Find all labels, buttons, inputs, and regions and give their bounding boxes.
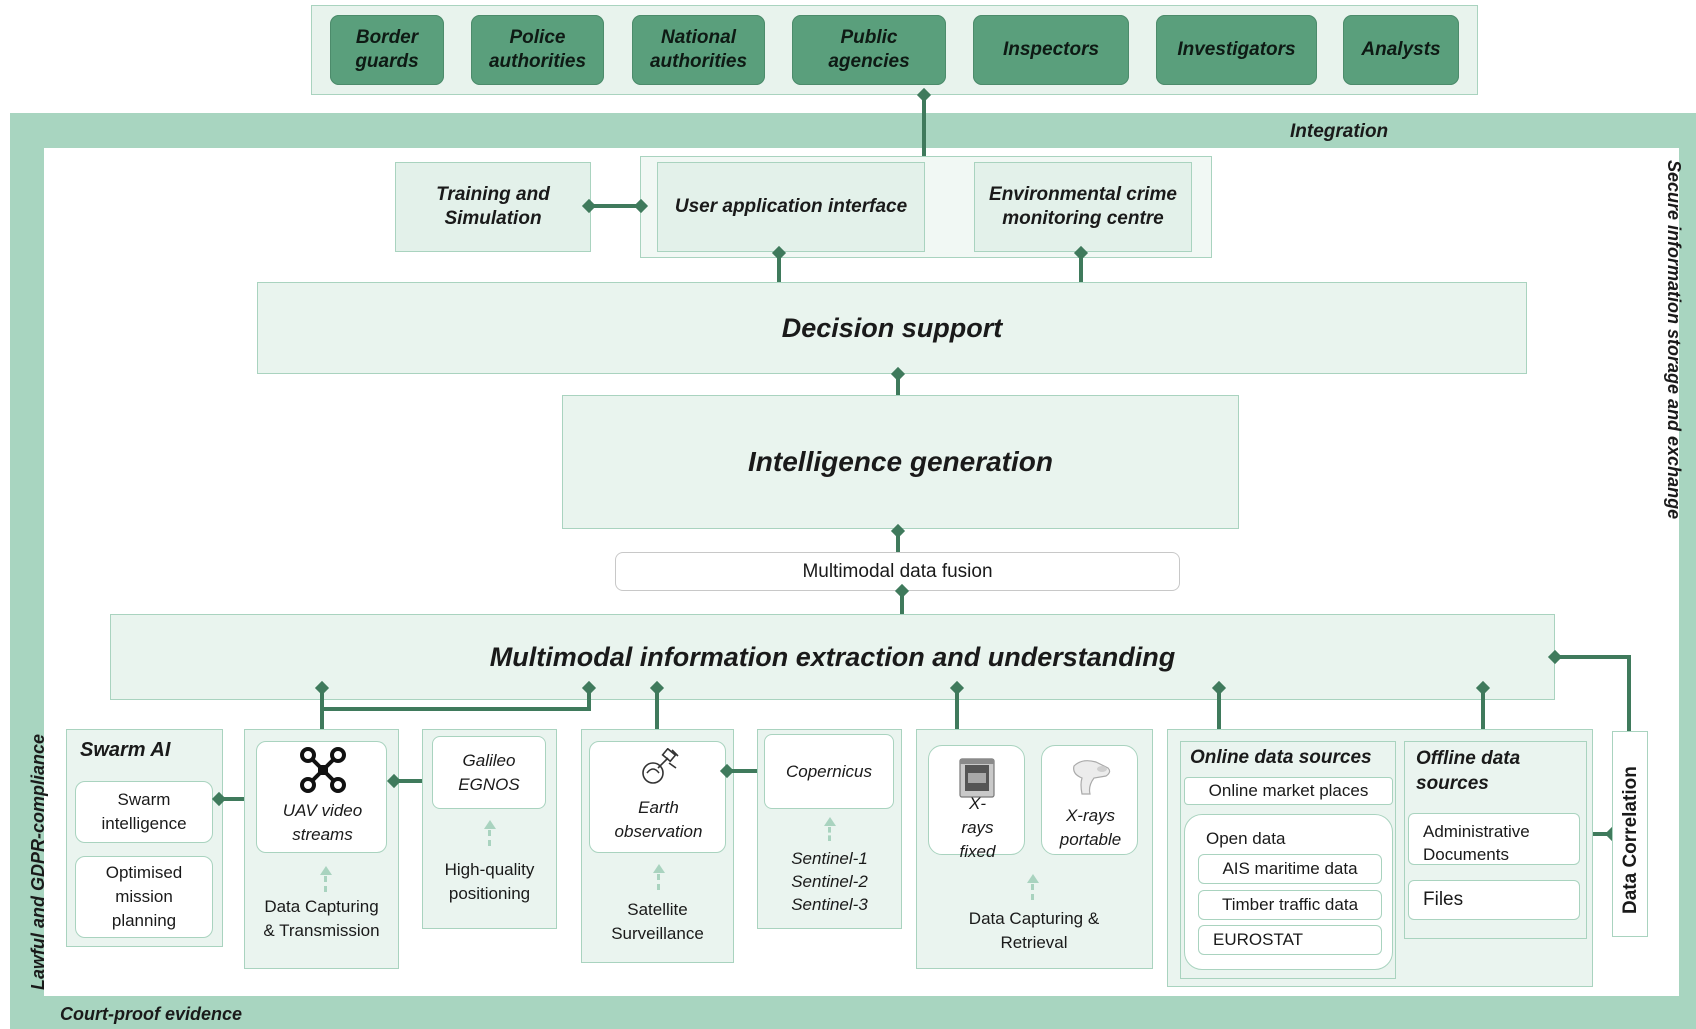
earth-observation-label: Earth observation [614, 798, 703, 841]
connector-env-decision [1079, 252, 1083, 282]
role-border-guards[interactable]: Border guards [330, 15, 444, 85]
role-police-authorities[interactable]: Police authorities [471, 15, 604, 85]
data-fusion-box[interactable]: Multimodal data fusion [615, 552, 1180, 591]
intelligence-generation-box[interactable]: Intelligence generation [562, 395, 1239, 529]
online-sources-title: Online data sources [1190, 747, 1372, 768]
mission-planning-box[interactable]: Optimised mission planning [75, 856, 213, 938]
user-application-interface-box[interactable]: User application interface [657, 162, 925, 252]
gdpr-label: Lawful and GDPR-compliance [28, 733, 48, 990]
connector-offline-correlation [1593, 832, 1616, 836]
connector-fusion-extraction [900, 591, 904, 615]
xrays-caption: Data Capturing & Retrieval [968, 909, 1100, 952]
swarm-intelligence-box[interactable]: Swarm intelligence [75, 781, 213, 843]
role-national-authorities[interactable]: National authorities [632, 15, 765, 85]
online-market-box[interactable]: Online market places [1184, 777, 1393, 805]
role-inspectors[interactable]: Inspectors [973, 15, 1129, 85]
eurostat-box[interactable]: EUROSTAT [1198, 925, 1382, 955]
xrays-portable-label: X-rays portable [1059, 806, 1122, 849]
earth-arrow-shaft [657, 874, 660, 890]
earth-observation-caption: Satellite Surveillance [611, 900, 704, 943]
sentinel-3-label: Sentinel-3 [791, 895, 868, 914]
role-investigators[interactable]: Investigators [1156, 15, 1317, 85]
xray-scanner-icon [959, 758, 995, 798]
satellite-icon [642, 748, 679, 784]
open-data-label: Open data [1206, 829, 1286, 848]
connector-uav-up [320, 688, 324, 742]
decision-support-box[interactable]: Decision support [257, 282, 1527, 374]
connector-correlation-v [1627, 655, 1631, 731]
connector-roles [922, 96, 926, 156]
xrays-fixed-label: X-rays fixed [959, 794, 996, 861]
role-public-agencies[interactable]: Public agencies [792, 15, 946, 85]
ais-data-box[interactable]: AIS maritime data [1198, 854, 1382, 884]
env-crime-centre-box[interactable]: Environmental crime monitoring centre [974, 162, 1192, 252]
connector-decision-intel [896, 374, 900, 396]
connector-galileo-bar [320, 707, 591, 711]
portable-xray-icon [1073, 760, 1111, 795]
integration-label: Integration [1290, 121, 1389, 142]
galileo-arrow-shaft [488, 830, 491, 846]
training-simulation-box[interactable]: Training and Simulation [395, 162, 591, 252]
xrays-fixed-box[interactable]: X-rays fixed [928, 745, 1025, 861]
sentinel-1-label: Sentinel-1 [791, 849, 868, 868]
admin-documents-box[interactable]: Administrative Documents [1408, 813, 1580, 865]
timber-data-box[interactable]: Timber traffic data [1198, 890, 1382, 920]
connector-earth-up [655, 688, 659, 742]
connector-copernicus-earth [730, 769, 772, 773]
connector-offline-up [1481, 688, 1485, 730]
copernicus-arrow-shaft [828, 827, 831, 841]
connector-online-up [1217, 688, 1221, 730]
offline-sources-title: Offline data sources [1416, 748, 1521, 794]
xrays-arrow-head [1027, 874, 1039, 883]
data-correlation-box[interactable]: Data Correlation [1612, 731, 1648, 937]
connector-ui-decision [777, 252, 781, 282]
connector-galileo-up [587, 688, 591, 710]
xrays-portable-box[interactable]: X-rays portable [1041, 745, 1138, 855]
uav-label: UAV video streams [282, 801, 363, 844]
galileo-caption: High-quality positioning [444, 860, 535, 903]
secure-storage-label: Secure information storage and exchange [1664, 160, 1684, 520]
connector-intel-fusion [896, 529, 900, 553]
uav-arrow-shaft [324, 876, 327, 892]
court-proof-label: Court-proof evidence [60, 1004, 243, 1024]
connector-correlation-h [1555, 655, 1631, 659]
swarm-ai-title: Swarm AI [80, 739, 171, 761]
files-box[interactable]: Files [1408, 880, 1580, 920]
data-correlation-label: Data Correlation [1620, 766, 1641, 914]
earth-observation-box[interactable]: Earth observation [589, 741, 726, 853]
uav-box[interactable]: UAV video streams [256, 741, 387, 853]
galileo-arrow-head [484, 820, 496, 829]
copernicus-box[interactable]: Copernicus [764, 734, 894, 809]
copernicus-arrow-head [824, 817, 836, 826]
extraction-box[interactable]: Multimodal information extraction and un… [110, 614, 1555, 700]
connector-training-ui [591, 204, 641, 208]
galileo-box[interactable]: Galileo EGNOS [432, 736, 546, 809]
sentinel-2-label: Sentinel-2 [791, 872, 868, 891]
uav-caption: Data Capturing & Transmission [263, 897, 380, 940]
uav-arrow-head [320, 866, 332, 875]
xrays-arrow-shaft [1031, 884, 1034, 900]
drone-icon [300, 747, 346, 793]
role-analysts[interactable]: Analysts [1343, 15, 1459, 85]
connector-galileo-uav [392, 779, 432, 783]
connector-swarm-uav [218, 797, 246, 801]
earth-arrow-head [653, 864, 665, 873]
connector-xray-up [955, 688, 959, 734]
